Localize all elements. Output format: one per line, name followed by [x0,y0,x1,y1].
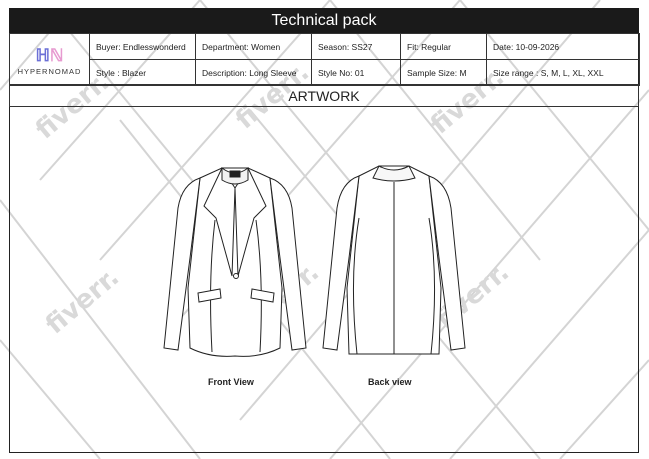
page-title: Technical pack [9,8,639,33]
department-field: Department: Women [195,33,312,60]
fit-field: Fit: Regular [400,33,487,60]
buyer-field: Buyer: Endlesswonderd [89,33,196,60]
style-no-field: Style No: 01 [311,59,401,86]
size-range-field: Size range : S, M, L, XL, XXL [486,59,640,86]
logo-icon: ℍℕ [35,46,64,65]
date-field: Date: 10-09-2026 [486,33,640,60]
blazer-front-illustration [163,166,307,357]
brand-logo: ℍℕ HYPERNOMAD [9,33,90,86]
season-field: Season: SS27 [311,33,401,60]
logo-text: HYPERNOMAD [17,67,82,76]
front-view-label: Front View [208,377,254,387]
blazer-back-illustration [322,165,466,355]
style-field: Style : Blazer [89,59,196,86]
back-view-label: Back view [368,377,412,387]
spec-info-table: ℍℕ HYPERNOMAD Buyer: Endlesswonderd Depa… [9,33,640,86]
description-field: Description: Long Sleeve [195,59,312,86]
artwork-section-title: ARTWORK [9,84,639,107]
sample-size-field: Sample Size: M [400,59,487,86]
